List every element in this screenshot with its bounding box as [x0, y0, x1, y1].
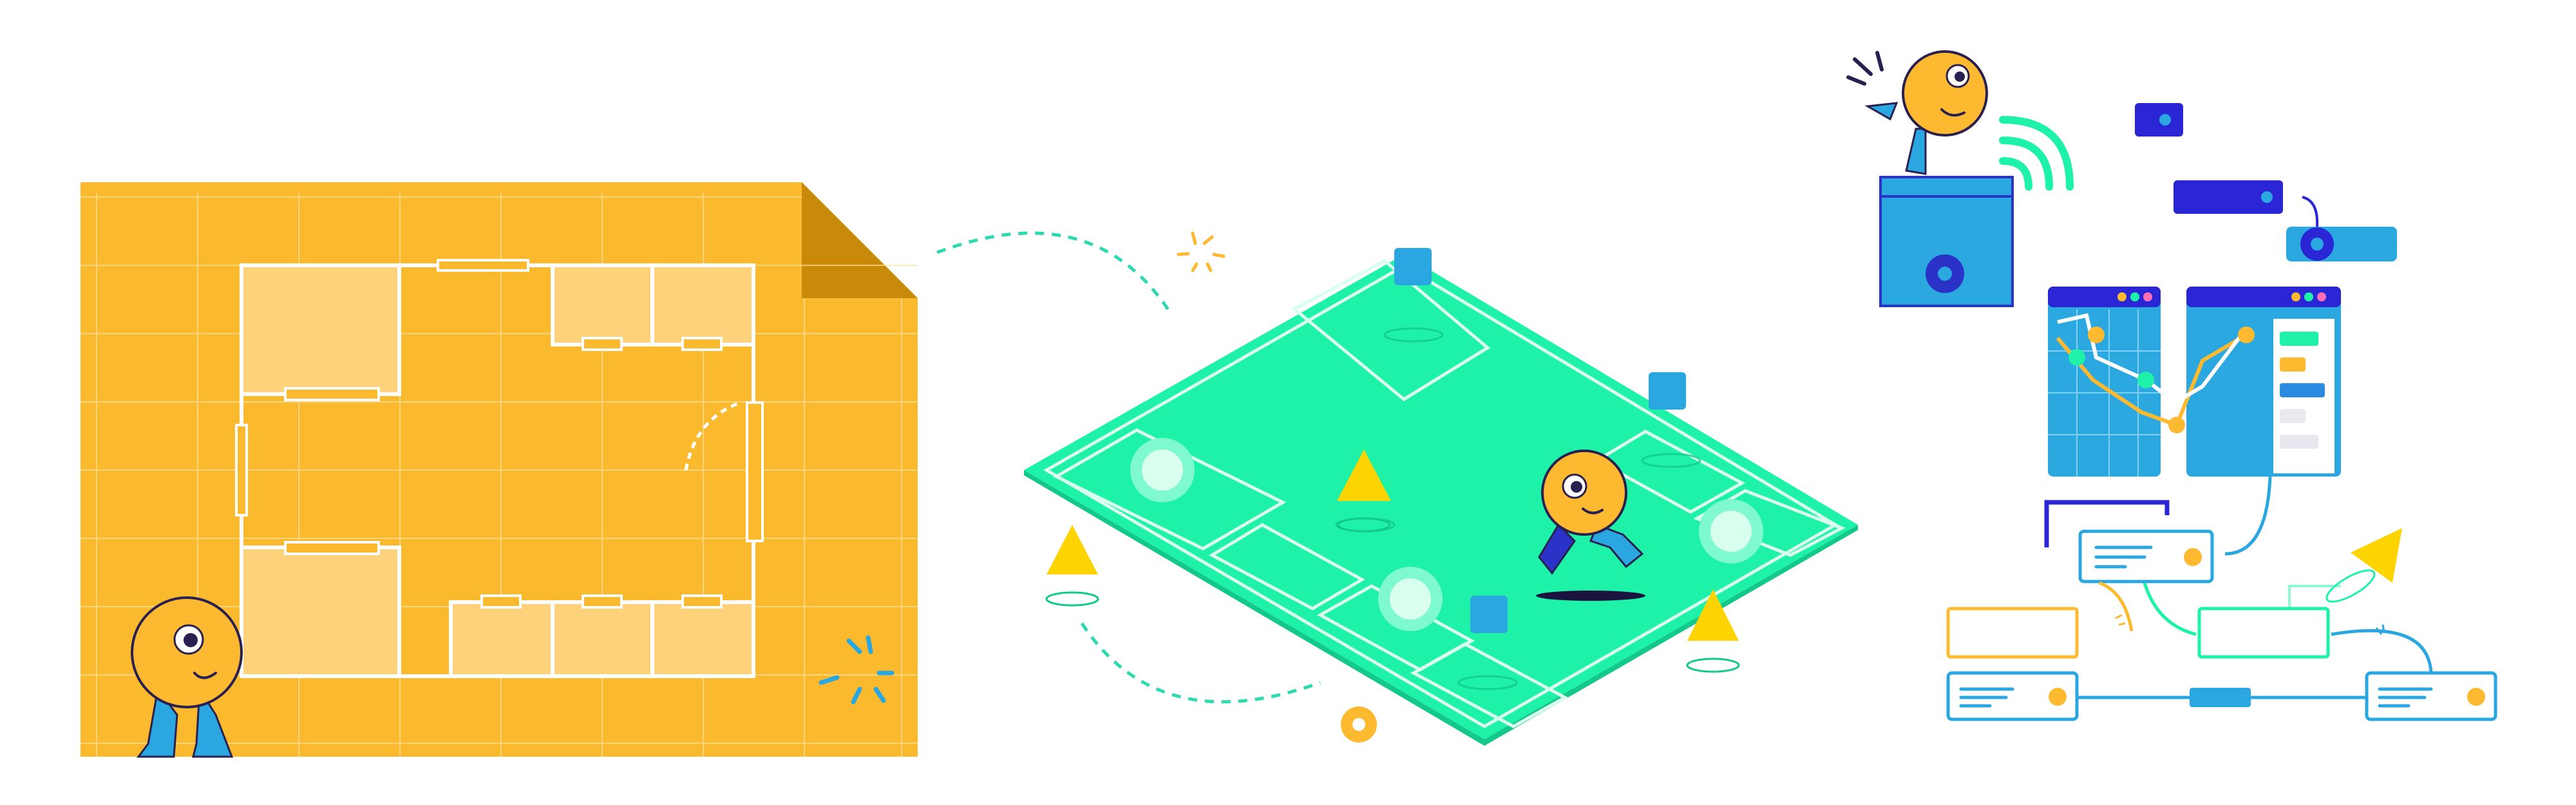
chart-window-icon	[2048, 287, 2161, 477]
triangle-icon	[2325, 528, 2402, 603]
blueprint-grid	[80, 193, 918, 757]
document-fold-icon	[802, 182, 918, 298]
device-icon	[1879, 176, 2014, 307]
glow-orb-icon	[1130, 438, 1763, 631]
chart-window-icon	[2186, 287, 2341, 477]
wifi-icon	[1999, 116, 2074, 191]
sparkle-icon	[819, 635, 895, 705]
floor-plan-icon	[235, 259, 764, 678]
flow-node-icon	[1946, 476, 2497, 721]
character-icon	[1536, 450, 1645, 601]
character-icon	[1846, 50, 1988, 175]
status-pill-icon	[2135, 103, 2397, 261]
character-icon	[131, 596, 243, 758]
trend-line-icon	[2056, 313, 2255, 433]
cube-icon	[1394, 248, 1686, 633]
game-board-scene	[1024, 248, 1858, 746]
dashed-connector	[936, 231, 1321, 704]
blueprint-scene	[80, 182, 918, 758]
ring-icon	[1341, 706, 1377, 743]
sparkle-icon	[1177, 231, 1226, 272]
network-scene	[1846, 50, 2497, 721]
triangle-icon	[1046, 450, 1739, 641]
isometric-board-icon	[1024, 254, 1858, 739]
